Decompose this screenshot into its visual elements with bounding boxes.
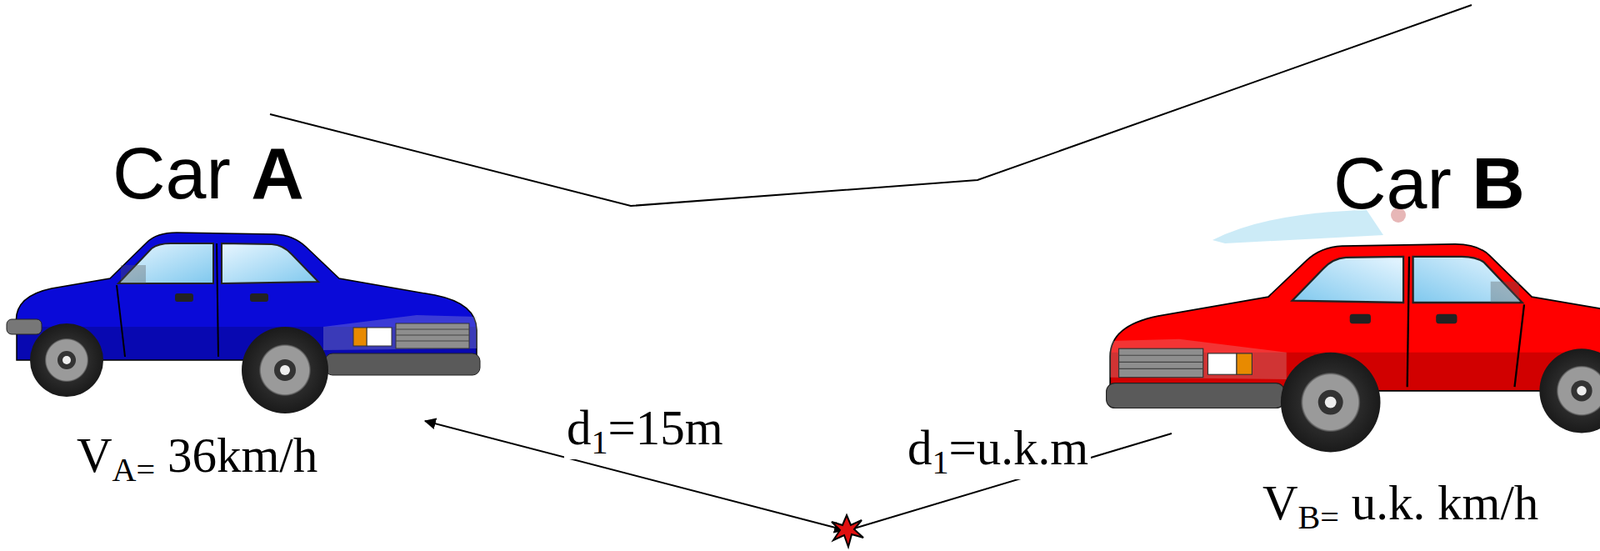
- road-line: [270, 5, 1472, 206]
- car-name: Car B: [1333, 146, 1525, 220]
- distance-label: d1=u.k.m: [905, 423, 1091, 480]
- car-b-figure: [1106, 244, 1600, 453]
- car-a-figure: [6, 232, 480, 414]
- car-name: Car A: [112, 136, 305, 210]
- speed-label: VA= 36km/h: [76, 430, 318, 487]
- collision-star: [831, 515, 864, 547]
- distance-label: d1=15m: [564, 403, 726, 460]
- speed-label: VB= u.k. km/h: [1262, 478, 1539, 535]
